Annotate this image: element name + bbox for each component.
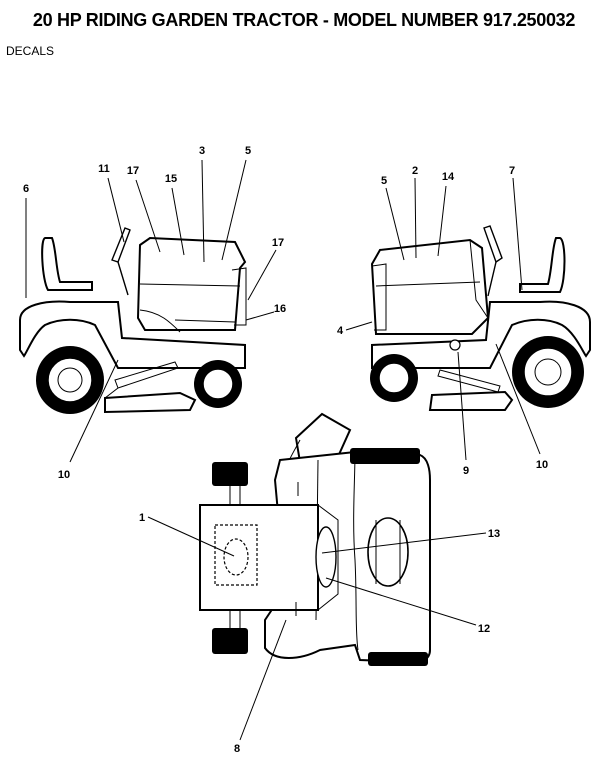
callout-14: 14 (442, 171, 455, 183)
callout-11: 11 (98, 163, 110, 175)
leader-lines (25, 159, 541, 741)
callout-10: 10 (58, 469, 70, 481)
callout-1: 1 (139, 512, 145, 524)
callout-9: 9 (463, 465, 469, 477)
callout-8: 8 (234, 743, 240, 755)
tractor-top-view (199, 412, 431, 666)
tractor-left-view (19, 227, 247, 414)
callout-17: 17 (127, 165, 139, 177)
callout-2: 2 (412, 165, 418, 177)
callout-labels: 6 11 17 15 3 5 17 16 10 5 2 14 7 4 9 10 … (23, 145, 548, 755)
callout-6: 6 (23, 183, 29, 195)
callout-12: 12 (478, 623, 490, 635)
callout-5: 5 (245, 145, 251, 157)
callout-10b: 10 (536, 459, 548, 471)
callout-16: 16 (274, 303, 286, 315)
callout-15: 15 (165, 173, 177, 185)
callout-4: 4 (337, 325, 344, 337)
callout-17b: 17 (272, 237, 284, 249)
callout-7: 7 (509, 165, 515, 177)
callout-3: 3 (199, 145, 205, 157)
callout-5b: 5 (381, 175, 387, 187)
section-label: DECALS (6, 44, 55, 58)
callout-13: 13 (488, 528, 500, 540)
tractor-right-view (370, 225, 591, 411)
diagram-title: 20 HP RIDING GARDEN TRACTOR - MODEL NUMB… (32, 10, 576, 30)
